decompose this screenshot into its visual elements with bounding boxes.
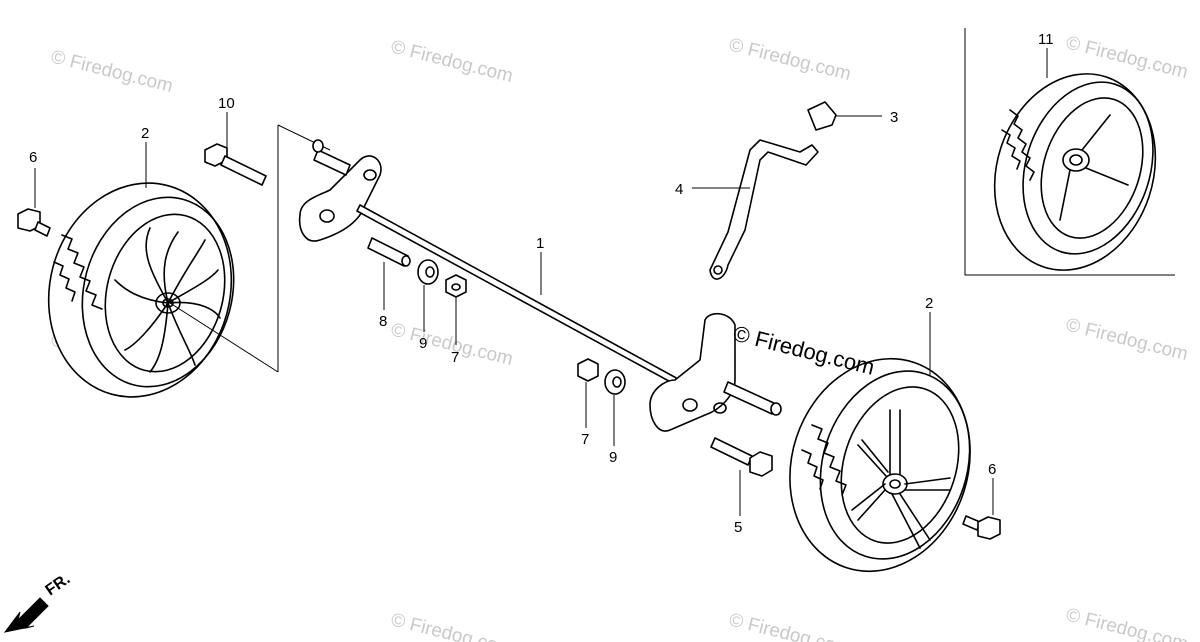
callout-6-left: 6 <box>29 149 37 166</box>
bolt-5 <box>710 437 773 477</box>
bolt-6-right <box>962 515 1001 540</box>
watermark: © Firedog.com <box>1064 314 1190 365</box>
bracket-right <box>649 312 782 432</box>
bolt-6-left <box>17 208 51 237</box>
axle-rod <box>356 204 681 387</box>
leader-lines <box>34 48 1048 516</box>
guide-line <box>169 302 279 373</box>
watermark: © Firedog.com <box>727 609 853 642</box>
bolt-10 <box>204 143 267 186</box>
wheel-left <box>47 182 235 398</box>
watermark: © Firedog.com <box>389 36 515 87</box>
callout-9-left: 9 <box>419 335 427 352</box>
nut-7-right <box>577 358 599 382</box>
center-watermark: © Firedog.com <box>731 321 877 380</box>
callout-3: 3 <box>890 109 898 126</box>
watermark: © Firedog.com <box>49 46 175 97</box>
watermark: © Firedog.com <box>1064 604 1190 642</box>
callout-9-right: 9 <box>609 449 617 466</box>
callout-6-right: 6 <box>988 461 996 478</box>
callout-8: 8 <box>379 313 387 330</box>
callout-2-right: 2 <box>925 295 933 312</box>
callout-2-left: 2 <box>141 125 149 142</box>
callout-1: 1 <box>536 235 544 252</box>
bracket-left <box>298 139 382 242</box>
callout-5: 5 <box>734 519 742 536</box>
callout-7-right: 7 <box>581 431 589 448</box>
clip-3 <box>807 101 837 131</box>
stay-4 <box>709 139 819 280</box>
watermark: © Firedog.com <box>727 34 853 85</box>
callout-4: 4 <box>675 181 683 198</box>
callout-10: 10 <box>218 95 235 112</box>
inset-frame <box>964 28 1175 276</box>
nut-7-left <box>445 274 467 298</box>
wheel-11 <box>993 73 1157 271</box>
watermark: © Firedog.com <box>389 609 515 642</box>
callout-11: 11 <box>1038 31 1054 48</box>
front-direction-arrow <box>3 597 49 633</box>
wheel-right <box>789 357 971 573</box>
callouts: 1 2 2 3 4 5 6 6 7 7 8 9 9 10 11 <box>29 31 1054 536</box>
callout-7-left: 7 <box>451 349 459 366</box>
front-marker-label: FR. <box>43 571 74 600</box>
